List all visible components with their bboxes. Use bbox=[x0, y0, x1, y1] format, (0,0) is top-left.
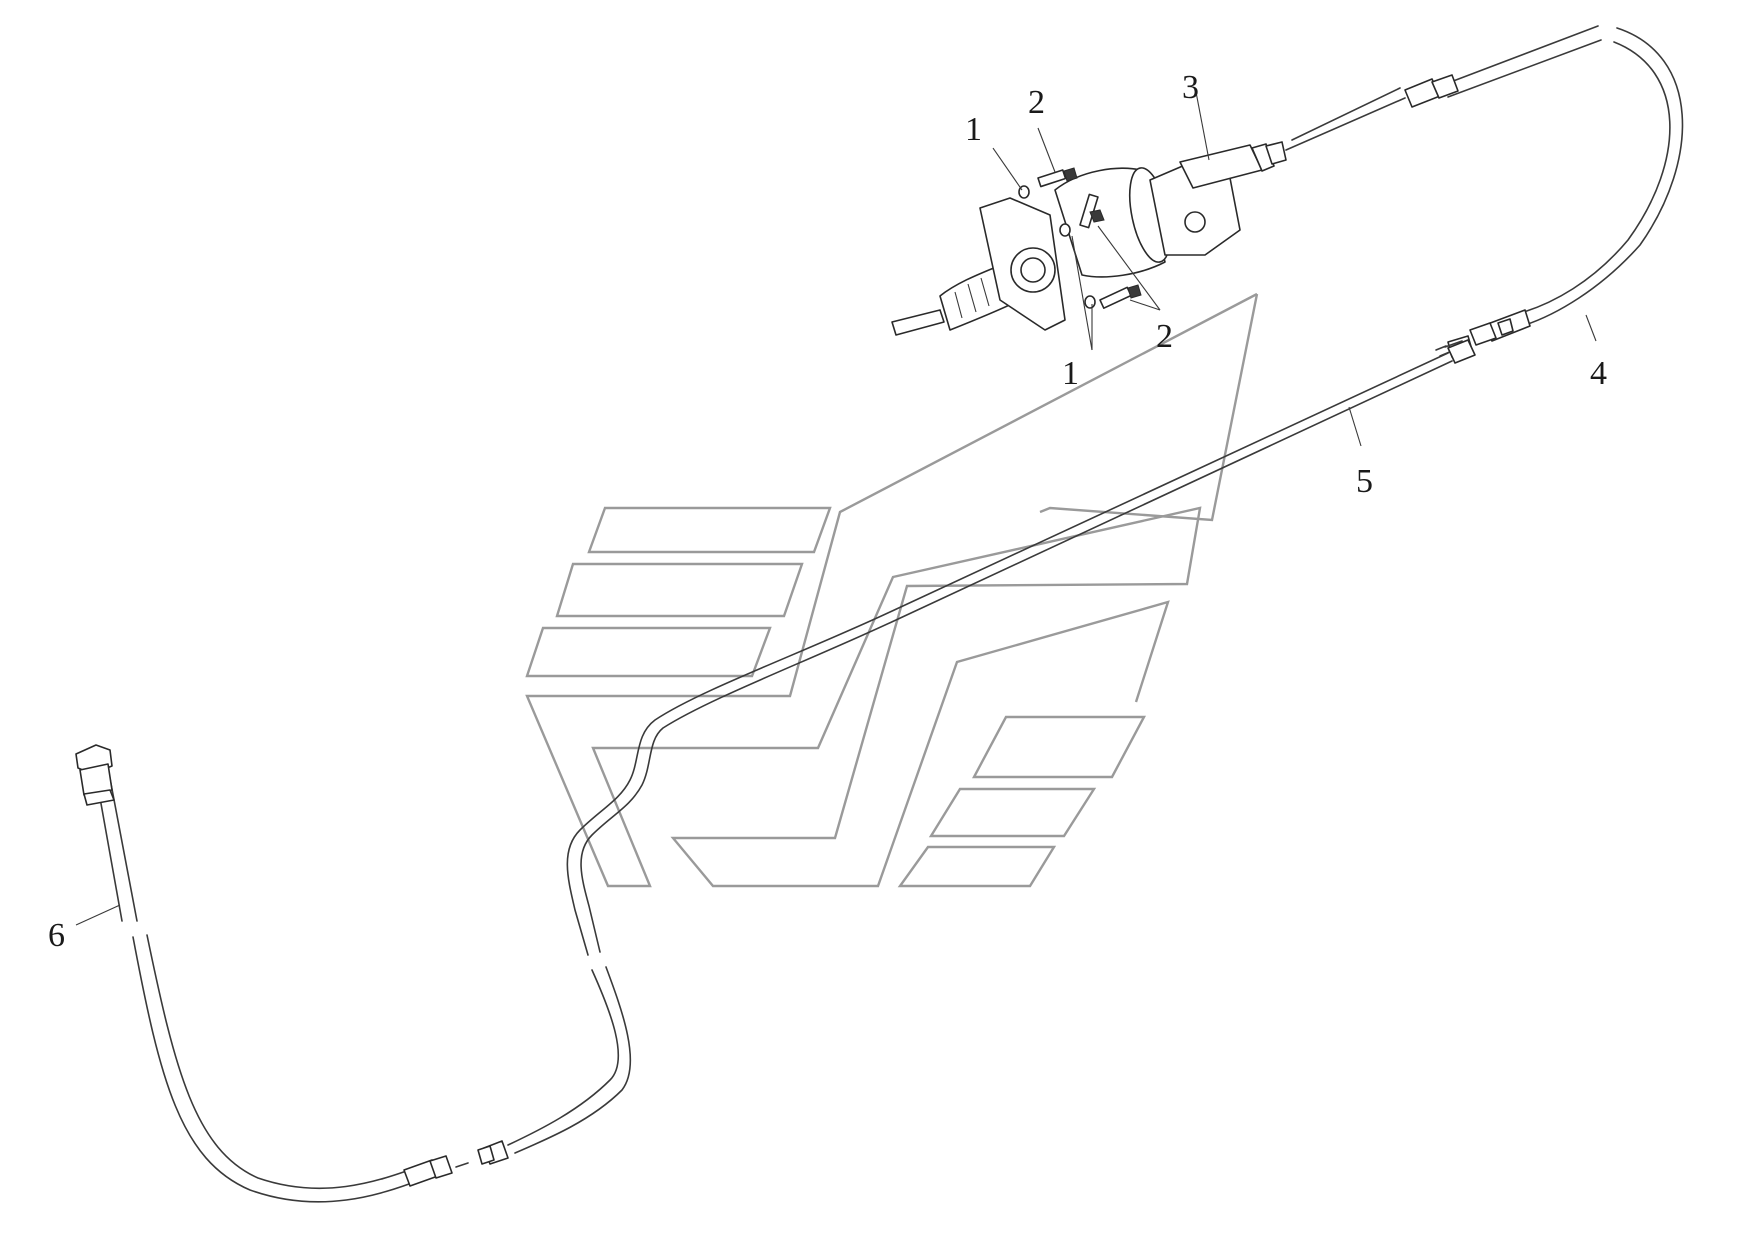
callout-2-bolt-lower: 2 bbox=[1156, 318, 1173, 355]
callout-1-washer-upper: 1 bbox=[965, 111, 982, 148]
callout-2-bolt-upper: 2 bbox=[1028, 84, 1045, 121]
tube-5 bbox=[477, 87, 1476, 1165]
clutch-booster bbox=[891, 97, 1406, 336]
leader-lines bbox=[75, 91, 1597, 926]
callout-1-washer-lower: 1 bbox=[1062, 355, 1079, 392]
hose-4 bbox=[1404, 25, 1684, 346]
watermark-logo bbox=[525, 292, 1259, 888]
callouts: 1 2 3 2 1 4 5 6 bbox=[48, 69, 1607, 954]
callout-4-hose: 4 bbox=[1590, 355, 1607, 392]
callout-6-hose: 6 bbox=[48, 917, 65, 954]
hose-6 bbox=[75, 744, 469, 1203]
callout-3-booster: 3 bbox=[1182, 69, 1199, 106]
callout-5-tube: 5 bbox=[1356, 463, 1373, 500]
